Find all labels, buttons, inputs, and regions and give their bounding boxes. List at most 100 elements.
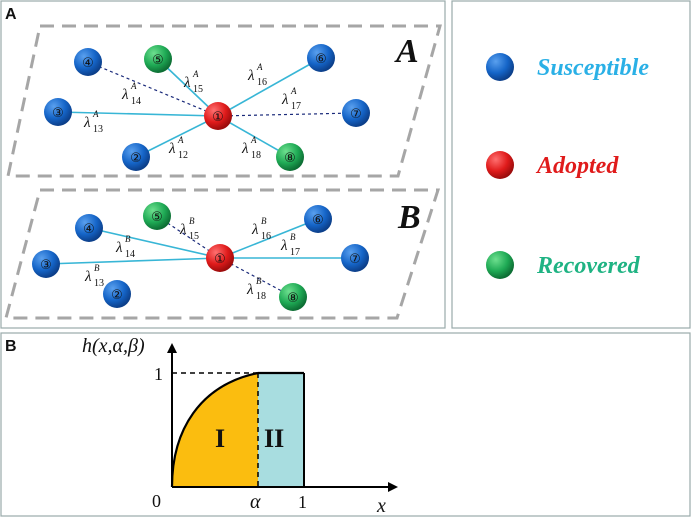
svg-text:B: B <box>290 232 296 242</box>
svg-text:15: 15 <box>193 84 203 95</box>
svg-text:A: A <box>256 62 263 72</box>
y-one-tick-label: 1 <box>154 364 163 384</box>
region-one-fill <box>172 373 258 487</box>
lambda-b-17: λ 17 B <box>280 232 300 258</box>
node-b-3: ③ <box>32 250 60 278</box>
legend-recovered-marker <box>486 251 514 279</box>
lambda-b-15: λ 15 B <box>179 216 199 242</box>
x-one-tick-label: 1 <box>298 492 307 512</box>
svg-text:18: 18 <box>256 291 266 302</box>
region-one-label: I <box>215 424 225 453</box>
layer-a-label: A <box>394 33 419 70</box>
svg-text:12: 12 <box>178 150 188 161</box>
svg-text:A: A <box>92 109 99 119</box>
svg-text:③: ③ <box>52 106 64 121</box>
svg-text:②: ② <box>130 151 142 166</box>
edge-b-1-6 <box>219 218 319 259</box>
svg-text:14: 14 <box>125 249 135 260</box>
svg-text:A: A <box>250 135 257 145</box>
lambda-b-16: λ 16 B <box>251 216 271 242</box>
lambda-a-12: λ 12 A <box>168 135 188 161</box>
svg-text:17: 17 <box>291 101 301 112</box>
svg-text:⑦: ⑦ <box>349 252 361 267</box>
node-a-2: ② <box>122 143 150 171</box>
edge-a-1-3 <box>57 111 219 117</box>
svg-text:B: B <box>94 263 100 273</box>
legend-susceptible: Susceptible <box>486 53 649 81</box>
svg-text:13: 13 <box>94 278 104 289</box>
panel-b-label: B <box>5 338 17 355</box>
svg-text:A: A <box>290 86 297 96</box>
node-a-3: ③ <box>44 98 72 126</box>
svg-text:18: 18 <box>251 150 261 161</box>
svg-text:⑤: ⑤ <box>151 210 163 225</box>
lambda-b-14: λ 14 B <box>115 234 135 260</box>
svg-text:⑥: ⑥ <box>312 213 324 228</box>
origin-label: 0 <box>152 491 161 511</box>
node-b-5: ⑤ <box>143 202 171 230</box>
svg-text:④: ④ <box>82 56 94 71</box>
svg-text:16: 16 <box>257 77 267 88</box>
svg-text:①: ① <box>214 252 226 267</box>
node-a-1: ① <box>204 102 232 130</box>
svg-text:15: 15 <box>189 231 199 242</box>
svg-text:λ: λ <box>281 92 289 108</box>
svg-text:λ: λ <box>179 222 187 238</box>
node-b-8: ⑧ <box>279 283 307 311</box>
hill-function-plot: h(x,α,β) x 0 α 1 1 I II <box>82 335 398 517</box>
svg-text:λ: λ <box>251 222 259 238</box>
svg-text:⑥: ⑥ <box>315 52 327 67</box>
svg-text:13: 13 <box>93 124 103 135</box>
svg-text:⑤: ⑤ <box>152 53 164 68</box>
svg-text:λ: λ <box>83 115 91 131</box>
lambda-a-13: λ 13 A <box>83 109 103 135</box>
legend-adopted-label: Adopted <box>535 153 619 179</box>
svg-text:B: B <box>256 276 262 286</box>
svg-text:14: 14 <box>131 96 141 107</box>
alpha-tick-label: α <box>250 491 261 513</box>
legend-recovered-label: Recovered <box>536 253 641 279</box>
edge-b-1-3 <box>45 257 221 265</box>
node-a-7: ⑦ <box>342 99 370 127</box>
x-axis-label: x <box>376 495 386 517</box>
svg-text:λ: λ <box>247 68 255 84</box>
legend-adopted: Adopted <box>486 151 619 179</box>
lambda-a-18: λ 18 A <box>241 135 261 161</box>
svg-text:A: A <box>130 81 137 91</box>
svg-text:λ: λ <box>183 75 191 91</box>
edge-a-1-6 <box>217 57 322 117</box>
y-axis-label: h(x,α,β) <box>82 335 145 357</box>
legend-panel-frame <box>451 0 691 329</box>
svg-text:B: B <box>261 216 267 226</box>
edge-b-1-4 <box>88 227 221 259</box>
node-a-8: ⑧ <box>276 143 304 171</box>
svg-text:λ: λ <box>121 87 129 103</box>
region-two-fill <box>258 373 304 487</box>
svg-text:λ: λ <box>168 141 176 157</box>
region-two-label: II <box>264 424 284 453</box>
svg-text:A: A <box>177 135 184 145</box>
svg-text:B: B <box>125 234 131 244</box>
layer-b-plane <box>4 188 441 320</box>
network-panel-frame <box>0 0 446 329</box>
node-a-6: ⑥ <box>307 44 335 72</box>
lambda-a-16: λ 16 A <box>247 62 267 88</box>
layer-a-plane <box>6 24 442 178</box>
lambda-a-15: λ 15 A <box>183 69 203 95</box>
lambda-b-18: λ 18 B <box>246 276 266 302</box>
legend-adopted-marker <box>486 151 514 179</box>
plot-panel-frame <box>0 332 691 517</box>
lambda-a-14: λ 14 A <box>121 81 141 107</box>
edge-a-1-2 <box>135 115 219 158</box>
svg-text:λ: λ <box>246 282 254 298</box>
legend-susceptible-marker <box>486 53 514 81</box>
node-a-4: ④ <box>74 48 102 76</box>
panel-a-label: A <box>5 6 17 23</box>
layer-b-label: B <box>397 199 421 236</box>
node-b-6: ⑥ <box>304 205 332 233</box>
edge-a-1-7 <box>217 112 357 117</box>
svg-text:λ: λ <box>280 238 288 254</box>
svg-text:λ: λ <box>241 141 249 157</box>
legend-susceptible-label: Susceptible <box>537 55 649 81</box>
